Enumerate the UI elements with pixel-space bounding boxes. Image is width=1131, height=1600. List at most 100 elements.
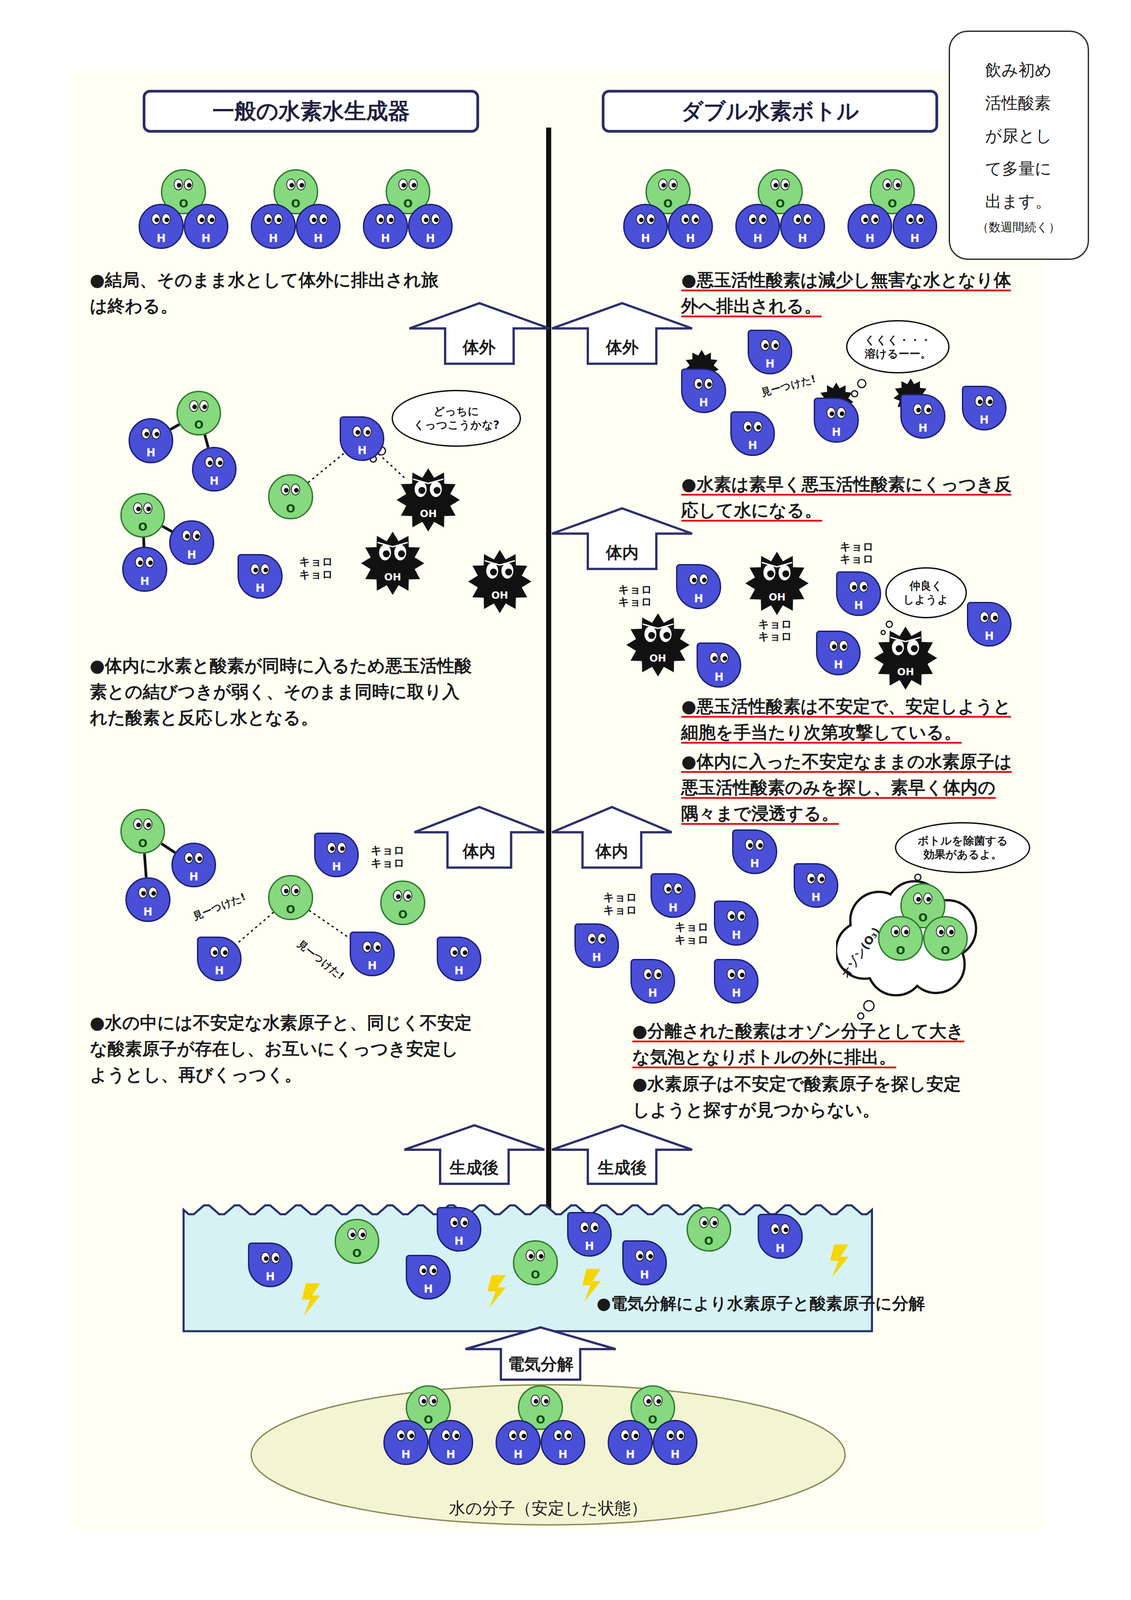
eye xyxy=(770,179,780,191)
pupil xyxy=(678,1433,684,1438)
eye xyxy=(403,889,413,901)
pupil xyxy=(739,972,745,977)
eye xyxy=(428,1264,438,1276)
eye xyxy=(770,1223,780,1235)
header-box-text: ダブル水素ボトル xyxy=(681,96,859,126)
atom-symbol: O xyxy=(269,503,312,515)
pupil xyxy=(151,890,156,896)
eye xyxy=(500,562,514,579)
hydrogen-atom: H xyxy=(779,203,825,249)
hydrogen-drop: H xyxy=(732,829,777,874)
pupil xyxy=(355,429,361,435)
note-text: ●水素原子は不安定で酸素原子を探し安定しようと探すが見つからない。 xyxy=(632,1070,967,1123)
atom-symbol: O xyxy=(924,945,967,956)
brow xyxy=(377,542,393,547)
callout-box-text: （数週間続く） xyxy=(976,217,1061,238)
atom-symbol: H xyxy=(623,1269,666,1281)
eye xyxy=(271,1251,280,1263)
atom-symbol: H xyxy=(748,358,791,370)
brow xyxy=(777,562,793,568)
eye xyxy=(901,925,910,937)
atom-symbol: H xyxy=(795,891,837,903)
pupil xyxy=(916,897,921,902)
pupil xyxy=(795,217,801,223)
brow xyxy=(761,562,777,568)
pupil xyxy=(589,936,595,942)
pupil xyxy=(938,929,944,935)
eye xyxy=(676,1429,685,1441)
pupil xyxy=(284,488,289,493)
pupil xyxy=(406,893,412,899)
eye xyxy=(133,502,142,514)
arrow-outline xyxy=(552,1125,693,1184)
eye xyxy=(590,1221,599,1233)
pupil xyxy=(683,217,689,223)
pupil xyxy=(197,856,202,861)
pupil xyxy=(697,382,702,387)
pupil xyxy=(903,929,909,935)
hydrogen-drop: H xyxy=(436,1206,482,1252)
attraction-line xyxy=(308,452,345,483)
pupil xyxy=(663,631,671,639)
eye xyxy=(428,1394,438,1406)
atom-symbol: H xyxy=(609,1448,651,1460)
eye xyxy=(793,213,802,225)
eye xyxy=(184,852,193,863)
pupil xyxy=(645,972,651,977)
pupil xyxy=(217,460,223,465)
eye xyxy=(260,563,269,575)
eye xyxy=(378,543,392,561)
pupil xyxy=(136,506,141,512)
eye xyxy=(645,1249,654,1261)
pupil xyxy=(707,382,712,387)
atom-symbol: H xyxy=(736,232,779,244)
pupil xyxy=(566,1433,572,1438)
thought-bubble: どっちに くっつこうかな? xyxy=(391,389,522,447)
spike-shape xyxy=(873,626,938,690)
atom-symbol: O xyxy=(381,908,424,920)
eye xyxy=(398,179,408,191)
eye xyxy=(309,213,318,225)
eye xyxy=(138,886,147,898)
atom-symbol: O xyxy=(269,903,312,915)
pupil xyxy=(668,1433,674,1438)
oxygen-atom: O xyxy=(268,874,313,920)
pupil xyxy=(365,429,371,435)
pupil xyxy=(433,217,439,223)
eye xyxy=(161,213,171,225)
hydrogen-atom: H xyxy=(383,1419,429,1465)
block-arrow-text: 体外 xyxy=(605,336,639,359)
atom-symbol: H xyxy=(733,857,776,869)
pupil xyxy=(431,1398,437,1404)
hydrogen-drop: H xyxy=(813,397,859,443)
atom-symbol: H xyxy=(901,422,944,434)
pupil xyxy=(751,217,756,223)
pupil xyxy=(375,945,381,950)
atom-symbol: H xyxy=(351,960,393,971)
eye xyxy=(273,213,283,225)
eye xyxy=(659,625,672,642)
bond-line xyxy=(204,434,209,448)
thought-bubble-text: どっちに くっつこうかな? xyxy=(413,404,500,432)
hydrogen-atom: H xyxy=(171,842,217,888)
pupil xyxy=(633,1433,639,1438)
pupil xyxy=(454,1433,460,1438)
pupil xyxy=(187,183,192,188)
pupil xyxy=(222,950,228,955)
atom-symbol: H xyxy=(139,232,182,244)
spike-outline xyxy=(396,468,460,532)
eye xyxy=(891,925,900,937)
pupil xyxy=(661,183,667,188)
pupil xyxy=(712,1220,718,1225)
eye xyxy=(143,502,152,514)
hydrogen-drop: H xyxy=(349,931,395,977)
pupil xyxy=(544,1398,549,1404)
hydrogen-drop: H xyxy=(681,368,726,414)
pupil xyxy=(421,1398,427,1404)
eye xyxy=(826,407,836,419)
block-arrow-text: 体内 xyxy=(462,840,496,863)
eye xyxy=(975,395,984,407)
eye xyxy=(204,456,213,468)
pupil xyxy=(388,217,394,223)
thought-bubble-text: くくく・・・ 溶けるーー。 xyxy=(864,333,932,361)
